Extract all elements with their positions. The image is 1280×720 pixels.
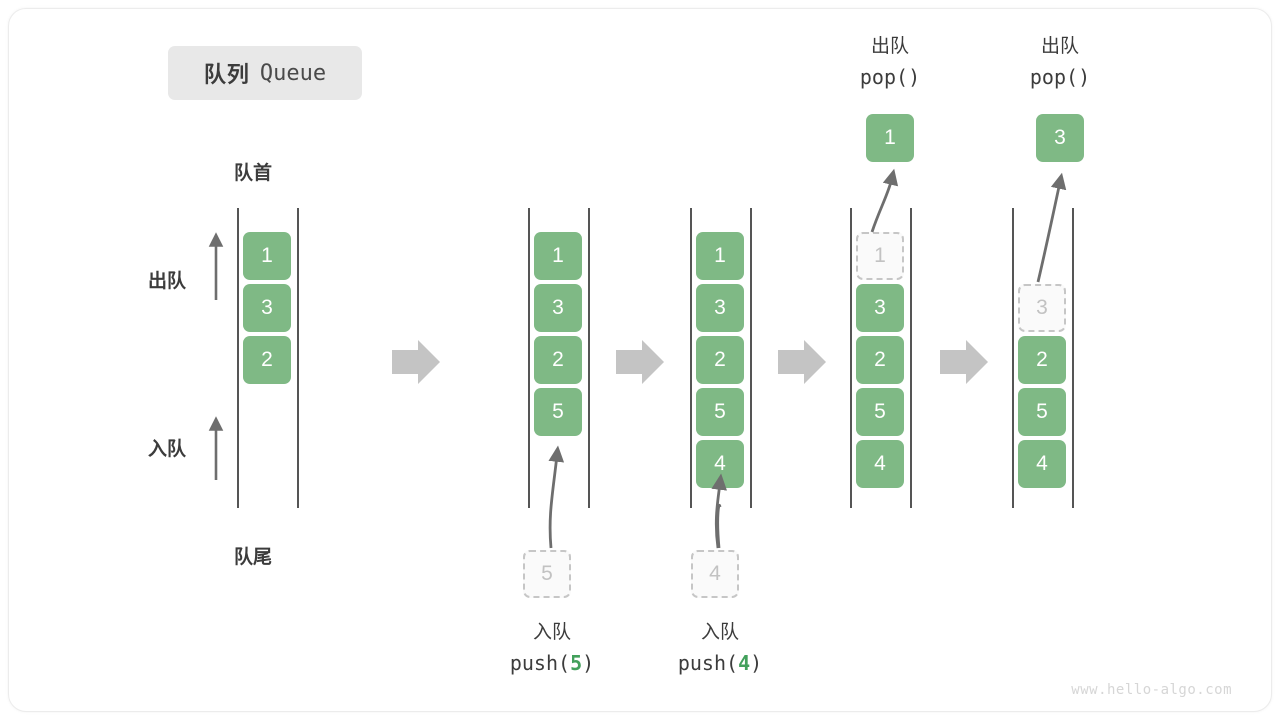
ghost-box-col3: 4: [691, 550, 739, 598]
queue-box-col5-2: 4: [1018, 440, 1066, 488]
rail-left-col1: [237, 208, 239, 508]
queue-box-col3-1: 3: [696, 284, 744, 332]
pop-header-col5: 出队 pop(): [985, 32, 1135, 92]
enqueue-direction-label: 入队: [148, 439, 187, 460]
pop-header-col4: 出队 pop(): [815, 32, 965, 92]
popped-box-col5: 3: [1036, 114, 1084, 162]
rail-left-col4: [850, 208, 852, 508]
ghost-box-col4: 1: [856, 232, 904, 280]
queue-box-col1-2: 2: [243, 336, 291, 384]
rail-left-col5: [1012, 208, 1014, 508]
rail-right-col2: [588, 208, 590, 508]
queue-box-col4-3: 4: [856, 440, 904, 488]
diagram-card: [8, 8, 1272, 712]
rail-right-col3: [750, 208, 752, 508]
title-english: Queue: [259, 60, 327, 86]
pop-code-col5: pop(): [1029, 65, 1091, 89]
queue-box-col5-1: 5: [1018, 388, 1066, 436]
title-badge: 队列 Queue: [168, 46, 362, 100]
queue-box-col4-0: 3: [856, 284, 904, 332]
queue-box-col3-0: 1: [696, 232, 744, 280]
queue-box-col3-3: 5: [696, 388, 744, 436]
push-code-col2: push(5): [509, 651, 595, 675]
pop-code-col4: pop(): [859, 65, 921, 89]
queue-box-col4-1: 2: [856, 336, 904, 384]
ghost-box-col2: 5: [523, 550, 571, 598]
queue-box-col5-0: 2: [1018, 336, 1066, 384]
popped-box-col4: 1: [866, 114, 914, 162]
watermark: www.hello-algo.com: [1071, 682, 1232, 698]
queue-front-label: 队首: [234, 163, 273, 184]
rail-left-col2: [528, 208, 530, 508]
queue-box-col2-1: 3: [534, 284, 582, 332]
title-chinese: 队列: [203, 62, 250, 87]
dequeue-direction-label: 出队: [148, 271, 187, 292]
push-label-col3: 入队 push(4): [630, 618, 810, 678]
rail-right-col5: [1072, 208, 1074, 508]
queue-box-col4-2: 5: [856, 388, 904, 436]
push-label-col2: 入队 push(5): [462, 618, 642, 678]
queue-box-col1-1: 3: [243, 284, 291, 332]
queue-box-col1-0: 1: [243, 232, 291, 280]
queue-box-col3-4: 4: [696, 440, 744, 488]
queue-rear-label: 队尾: [234, 547, 273, 568]
ghost-box-col5: 3: [1018, 284, 1066, 332]
push-code-col3: push(4): [677, 651, 763, 675]
queue-box-col2-0: 1: [534, 232, 582, 280]
queue-box-col2-3: 5: [534, 388, 582, 436]
queue-box-col2-2: 2: [534, 336, 582, 384]
rail-left-col3: [690, 208, 692, 508]
rail-right-col1: [297, 208, 299, 508]
queue-box-col3-2: 2: [696, 336, 744, 384]
rail-right-col4: [910, 208, 912, 508]
